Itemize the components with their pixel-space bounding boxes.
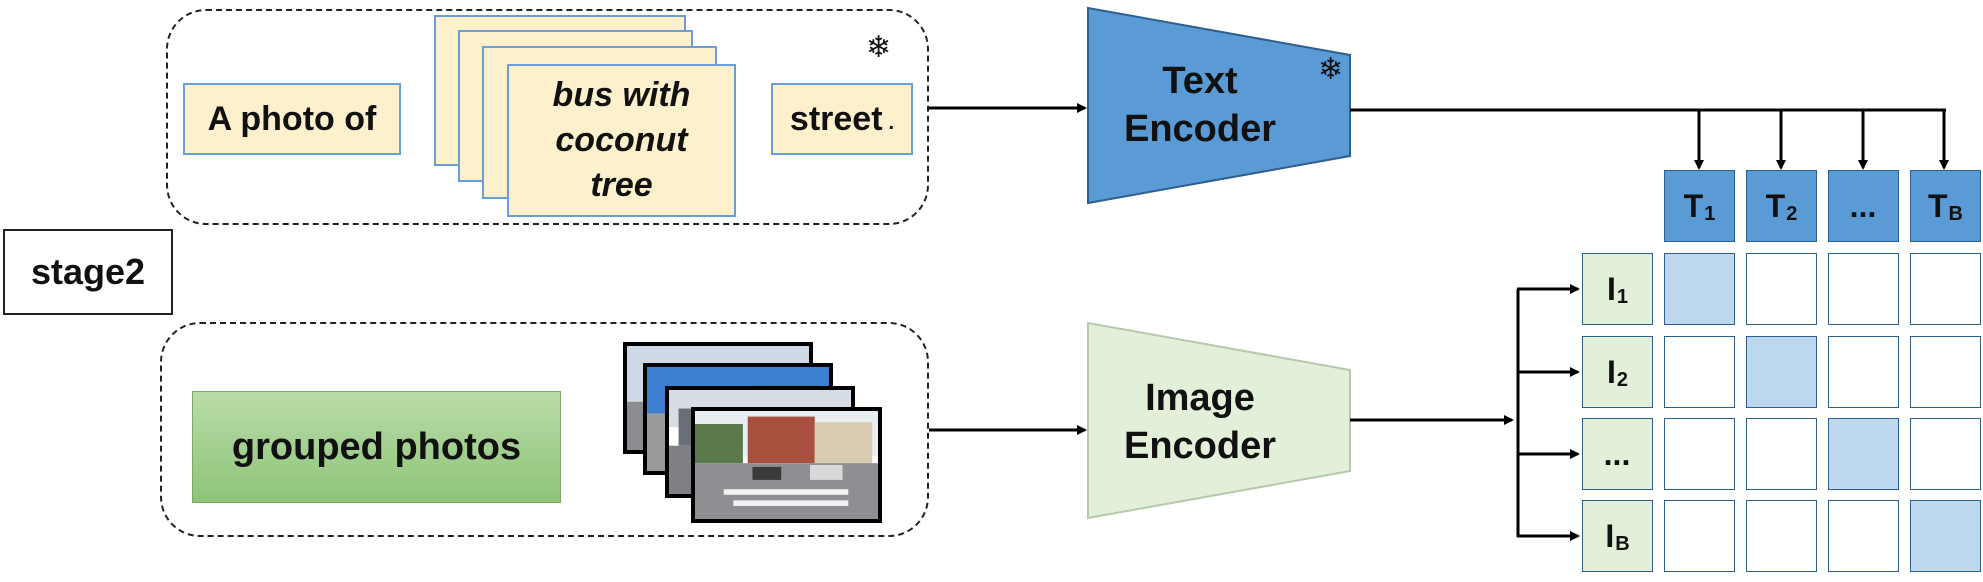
prompt-suffix-text: street xyxy=(789,99,883,138)
snowflake-icon: ❄ xyxy=(866,30,891,65)
prompt-middle-card: bus with coconut tree xyxy=(507,64,736,217)
prompt-middle-line3: tree xyxy=(590,166,653,204)
image-token-main: I xyxy=(1606,353,1616,390)
stage-label: stage2 xyxy=(3,229,173,315)
matrix-cell xyxy=(1828,336,1899,408)
text-token-main: ... xyxy=(1849,187,1877,224)
matrix-cell-diagonal xyxy=(1828,418,1899,490)
matrix-cell xyxy=(1664,336,1735,408)
matrix-cell xyxy=(1664,418,1735,490)
matrix-cell xyxy=(1746,253,1817,325)
matrix-cell xyxy=(1910,418,1981,490)
image-token-main: I xyxy=(1606,270,1616,307)
text-token-sub: 2 xyxy=(1786,202,1798,225)
grouped-photos-label: grouped photos xyxy=(231,425,522,468)
image-encoder-label: Image Encoder xyxy=(1095,372,1305,472)
prompt-middle-line1: bus with xyxy=(552,76,691,114)
prompt-frozen-symbol: ❄ xyxy=(866,30,892,65)
snowflake-icon: ❄ xyxy=(1318,52,1343,87)
matrix-cell-diagonal xyxy=(1910,500,1981,572)
matrix-cell-diagonal xyxy=(1664,253,1735,325)
image-token-sub: B xyxy=(1615,532,1630,555)
image-encoder-line2: Encoder xyxy=(1123,425,1277,467)
text-token-sub: B xyxy=(1948,202,1963,225)
text-encoder-line2: Encoder xyxy=(1123,108,1277,150)
grouped-photos-box: grouped photos xyxy=(192,391,561,503)
text-encoder-frozen-symbol: ❄ xyxy=(1318,52,1344,87)
matrix-cell xyxy=(1828,500,1899,572)
text-encoder-line1: Text xyxy=(1162,60,1238,102)
matrix-cell-diagonal xyxy=(1746,336,1817,408)
prompt-prefix-text: A photo of xyxy=(207,99,377,138)
image-encoder-line1: Image xyxy=(1145,377,1255,419)
text-prompt-group xyxy=(166,9,929,225)
text-token-main: T xyxy=(1765,187,1786,224)
text-token-main: T xyxy=(1683,187,1704,224)
matrix-cell xyxy=(1746,500,1817,572)
prompt-suffix-dot: . xyxy=(888,112,895,134)
prompt-suffix-box: street. xyxy=(771,83,913,155)
image-token-cell: ... xyxy=(1582,418,1653,490)
image-encoder-shape xyxy=(1087,321,1351,520)
matrix-cell xyxy=(1910,336,1981,408)
stage-label-text: stage2 xyxy=(30,251,146,292)
prompt-middle-line2: coconut xyxy=(555,121,688,159)
text-encoder-label: Text Encoder xyxy=(1095,55,1305,155)
text-token-cell: ... xyxy=(1828,170,1899,242)
prompt-prefix-box: A photo of xyxy=(183,83,401,155)
image-token-main: I xyxy=(1605,517,1615,554)
text-token-sub: 1 xyxy=(1704,202,1716,225)
text-encoder-shape xyxy=(1087,6,1351,205)
photo-stack-item xyxy=(691,407,882,523)
matrix-cell xyxy=(1664,500,1735,572)
image-token-sub: 2 xyxy=(1616,368,1628,391)
image-group xyxy=(160,322,929,537)
image-token-main: ... xyxy=(1603,435,1631,472)
text-token-main: T xyxy=(1928,187,1948,224)
matrix-cell xyxy=(1746,418,1817,490)
image-token-sub: 1 xyxy=(1616,285,1628,308)
matrix-cell xyxy=(1910,253,1981,325)
matrix-cell xyxy=(1828,253,1899,325)
